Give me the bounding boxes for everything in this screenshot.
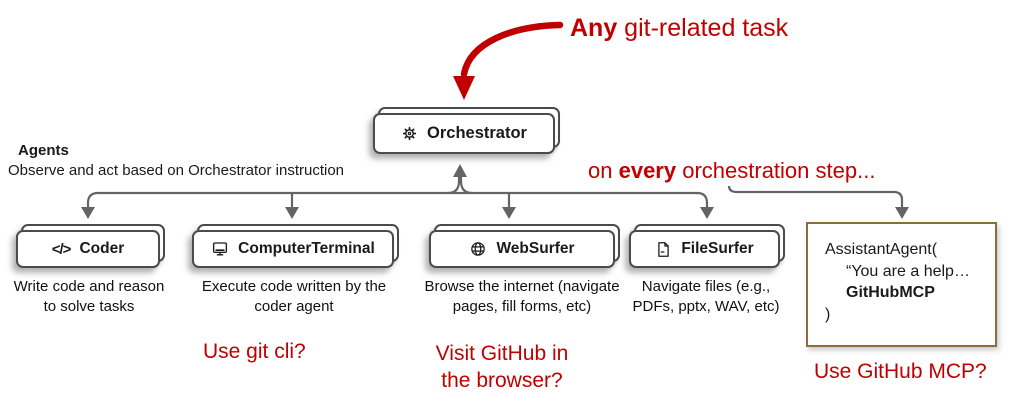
computerterminal-description: Execute code written by the coder agent xyxy=(201,278,387,315)
globe-icon xyxy=(469,240,487,258)
agents-heading: Agents Observe and act based on Orchestr… xyxy=(8,142,344,179)
coder-label: Coder xyxy=(79,240,125,257)
annotation-use-github-mcp: Use GitHub MCP? xyxy=(814,360,987,383)
filesurfer-label: FileSurfer xyxy=(681,240,754,257)
orchestrator-label: Orchestrator xyxy=(427,124,527,142)
monitor-icon xyxy=(211,240,229,258)
trunk-right-shoulder xyxy=(459,177,473,195)
agents-heading-title: Agents xyxy=(18,142,69,159)
computerterminal-node: ComputerTerminal xyxy=(192,230,394,268)
assistant-agent-node: AssistantAgent( “You are a help… GitHubM… xyxy=(806,222,997,347)
trunk-left-shoulder xyxy=(447,177,461,195)
filesurfer-description: Navigate files (e.g., PDFs, pptx, WAV, e… xyxy=(632,278,780,315)
annotation-every-step: on every orchestration step... xyxy=(588,158,876,183)
computerterminal-label: ComputerTerminal xyxy=(238,240,375,257)
orchestrator-bus-line xyxy=(86,191,709,208)
websurfer-description: Browse the internet (navigate pages, fil… xyxy=(424,278,620,315)
file-icon xyxy=(655,241,672,258)
assistant-agent-line3: GitHubMCP xyxy=(846,284,935,301)
orchestrator-node: Orchestrator xyxy=(373,113,555,154)
coder-node: </> Coder xyxy=(16,230,160,268)
code-icon: </> xyxy=(51,240,72,258)
annotation-any-git-task-bold: Any xyxy=(570,14,618,42)
branch-assistant-agent xyxy=(727,185,904,208)
filesurfer-node: FileSurfer xyxy=(629,230,780,268)
connector-arrowheads xyxy=(81,164,909,219)
annotation-any-git-task: Any git-related task xyxy=(570,14,789,42)
annotation-use-git-cli: Use git cli? xyxy=(203,340,306,363)
assistant-agent-line2: “You are a help… xyxy=(846,262,970,280)
websurfer-node: WebSurfer xyxy=(429,230,615,268)
websurfer-label: WebSurfer xyxy=(496,240,575,257)
gear-icon xyxy=(401,125,418,142)
assistant-agent-line4: ) xyxy=(825,305,831,323)
red-task-arrow xyxy=(453,21,564,100)
coder-description: Write code and reason to solve tasks xyxy=(13,278,165,315)
agents-heading-subtitle: Observe and act based on Orchestrator in… xyxy=(8,162,345,179)
assistant-agent-line1: AssistantAgent( xyxy=(825,241,938,258)
annotation-visit-github: Visit GitHub in the browser? xyxy=(435,342,569,392)
